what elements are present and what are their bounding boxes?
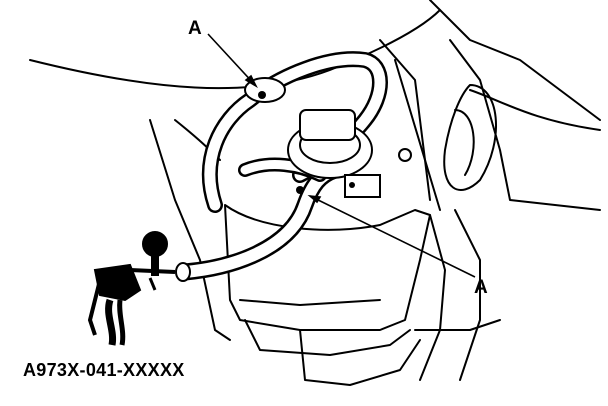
callout-a-right-leader <box>309 195 476 278</box>
right-hose-loop <box>443 84 497 191</box>
hose-open-end <box>175 262 191 282</box>
frame-outline <box>429 0 601 121</box>
engine-block <box>224 204 431 331</box>
callout-a-top-leader <box>207 33 257 87</box>
vacuum-pump-gauge-tool <box>87 231 176 346</box>
tool-part-number: A973X-041-XXXXX <box>23 360 185 380</box>
callout-a-top: A <box>188 18 202 39</box>
callout-a-right: A <box>474 277 488 298</box>
hood-outline <box>29 9 441 90</box>
left-body-line <box>149 119 231 341</box>
